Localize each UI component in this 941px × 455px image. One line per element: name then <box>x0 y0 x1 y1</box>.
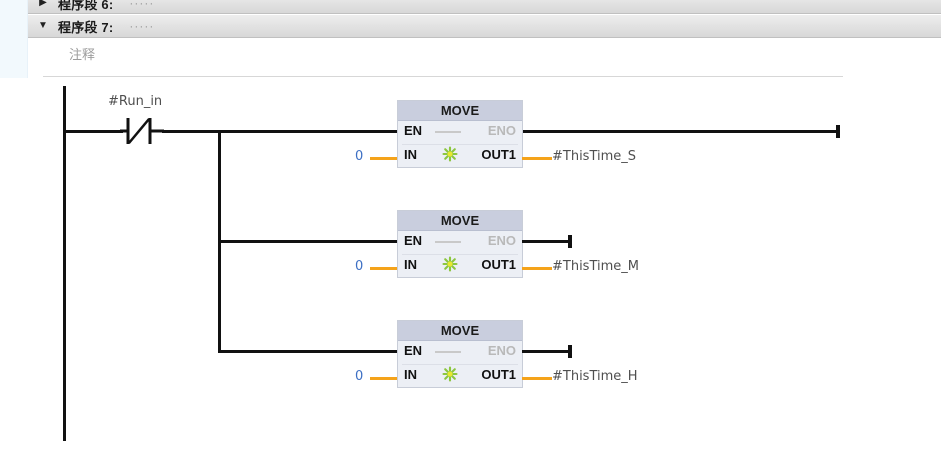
wire-out-block-2 <box>522 267 552 270</box>
wire-in-block-1 <box>370 157 398 160</box>
operand-in-block-1[interactable]: 0 <box>355 149 364 164</box>
move-block-1-row-separator <box>402 144 518 145</box>
pin-in-block-3[interactable]: IN <box>404 367 417 382</box>
starburst-icon-block-2 <box>442 256 458 272</box>
move-block-2-in-row: IN OUT1 <box>398 254 522 277</box>
network-6-expander-icon[interactable]: ▶ <box>39 0 47 8</box>
operand-in-block-2[interactable]: 0 <box>355 259 364 274</box>
power-rail <box>63 86 66 441</box>
move-block-2-row-separator <box>402 254 518 255</box>
wire-in-block-3 <box>370 377 398 380</box>
pin-out1-block-1[interactable]: OUT1 <box>481 147 516 162</box>
pin-en-block-2[interactable]: EN <box>404 233 423 248</box>
pin-in-block-1[interactable]: IN <box>404 147 417 162</box>
rung-end-tick-2 <box>568 235 572 248</box>
starburst-icon-block-1 <box>442 146 458 162</box>
starburst-icon-block-3 <box>442 366 458 382</box>
wire-en-block-1 <box>218 130 398 133</box>
pin-eno-block-2[interactable]: ENO <box>487 233 516 248</box>
network-comment-field[interactable]: 注释 <box>63 44 843 68</box>
eno-dash-block-2 <box>435 241 461 243</box>
pin-en-block-3[interactable]: EN <box>404 343 423 358</box>
ladder-diagram-canvas: #Run_in 0 MOVE EN ENO IN <box>0 78 941 455</box>
pin-eno-block-3[interactable]: ENO <box>487 343 516 358</box>
operand-out-block-1[interactable]: #ThisTime_S <box>552 149 637 164</box>
pin-eno-block-1[interactable]: ENO <box>487 123 516 138</box>
move-block-1[interactable]: MOVE EN ENO IN OUT1 <box>397 100 523 168</box>
network-header-6[interactable]: ▶ 程序段 6: ····· <box>28 0 941 14</box>
move-block-3-en-row: EN ENO <box>398 341 522 364</box>
network-7-title: 程序段 7: <box>58 19 114 35</box>
move-block-2[interactable]: MOVE EN ENO IN OUT1 <box>397 210 523 278</box>
network-6-title: 程序段 6: <box>58 0 114 12</box>
pin-en-block-1[interactable]: EN <box>404 123 423 138</box>
wire-out-block-1 <box>522 157 552 160</box>
move-block-1-in-row: IN OUT1 <box>398 144 522 167</box>
wire-in-block-2 <box>370 267 398 270</box>
wire-out-block-3 <box>522 377 552 380</box>
move-block-2-title: MOVE <box>398 211 522 231</box>
rung-end-tick-3 <box>568 345 572 358</box>
operand-in-block-3[interactable]: 0 <box>355 369 364 384</box>
move-block-3[interactable]: MOVE EN ENO IN OUT1 <box>397 320 523 388</box>
wire-eno-block-3 <box>522 350 572 353</box>
comment-separator <box>43 76 843 77</box>
network-6-dots: ····· <box>129 0 155 10</box>
rung-end-tick-1 <box>836 125 840 138</box>
network-7-dots: ····· <box>129 19 155 33</box>
pin-out1-block-2[interactable]: OUT1 <box>481 257 516 272</box>
network-header-7[interactable]: ▼ 程序段 7: ····· <box>28 14 941 38</box>
move-block-3-row-separator <box>402 364 518 365</box>
pin-out1-block-3[interactable]: OUT1 <box>481 367 516 382</box>
wire-en-block-2 <box>218 240 398 243</box>
move-block-3-title: MOVE <box>398 321 522 341</box>
network-7-collapse-icon[interactable]: ▼ <box>38 20 48 31</box>
operand-out-block-2[interactable]: #ThisTime_M <box>552 259 639 274</box>
move-block-2-en-row: EN ENO <box>398 231 522 254</box>
contact-label-run-in: #Run_in <box>108 94 163 109</box>
wire-en-block-3 <box>218 350 398 353</box>
move-block-3-in-row: IN OUT1 <box>398 364 522 387</box>
eno-dash-block-1 <box>435 131 461 133</box>
move-block-1-en-row: EN ENO <box>398 121 522 144</box>
move-block-1-title: MOVE <box>398 101 522 121</box>
network-comment-placeholder: 注释 <box>69 48 96 63</box>
pin-in-block-2[interactable]: IN <box>404 257 417 272</box>
contact-normally-closed[interactable] <box>120 117 164 145</box>
rung-wire-rail-to-contact <box>63 130 123 133</box>
wire-eno-block-2 <box>522 240 572 243</box>
eno-dash-block-3 <box>435 351 461 353</box>
operand-out-block-3[interactable]: #ThisTime_H <box>552 369 638 384</box>
